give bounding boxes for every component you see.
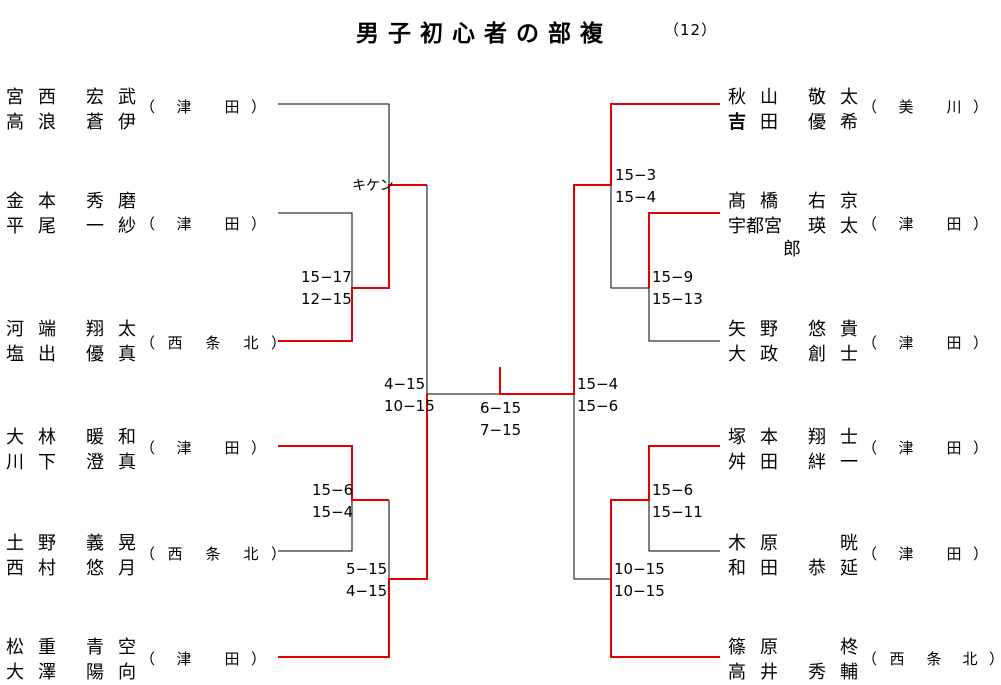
page-title: 男子初心者の部複 [356, 21, 612, 47]
bracket-line [278, 500, 353, 552]
winner-line [648, 212, 720, 288]
bracket-line [278, 212, 353, 288]
club-left-5: （西条北） [140, 545, 287, 563]
player-name-left-6a: 松重青空 [6, 637, 136, 658]
winner-line [278, 445, 389, 501]
club-left-4: （津田） [140, 439, 267, 457]
player-name-right-2b-extra: 郎 [783, 239, 801, 260]
entry-count: （12） [664, 21, 718, 39]
bracket-line [278, 103, 390, 185]
player-name-left-1a: 宮西宏武 [6, 87, 136, 108]
player-name-right-4a: 塚本翔士 [728, 427, 858, 448]
player-name-left-2a: 金本秀磨 [6, 191, 136, 212]
player-name-right-5b: 和田恭延 [728, 558, 858, 579]
club-left-1: （津田） [140, 98, 267, 116]
winner-line [278, 394, 428, 658]
winner-line [610, 579, 720, 658]
club-left-3: （西条北） [140, 334, 287, 352]
bracket-line [648, 288, 720, 342]
club-right-2: （津田） [862, 215, 989, 233]
player-name-left-1b: 高浪蒼伊 [6, 112, 136, 133]
player-name-right-5a: 木原晄 [728, 533, 858, 554]
player-name-right-2a: 髙橋右京 [728, 191, 858, 212]
player-name-right-1b: 吉田優希 [728, 112, 858, 133]
winner-line [499, 103, 720, 395]
player-name-right-3a: 矢野悠貴 [728, 319, 858, 340]
player-name-left-5b: 西村悠月 [6, 558, 136, 579]
player-name-left-4a: 大林暖和 [6, 427, 136, 448]
winner-line [610, 445, 720, 579]
player-name-right-6a: 篠原柊 [728, 637, 858, 658]
player-name-left-2b: 平尾一紗 [6, 216, 136, 237]
score-kiken: キケン [352, 178, 394, 194]
club-right-4: （津田） [862, 439, 989, 457]
club-right-6: （西条北） [862, 650, 1001, 668]
player-name-right-3b: 大政創士 [728, 344, 858, 365]
player-name-left-3b: 塩出優真 [6, 344, 136, 365]
player-name-left-6b: 大澤陽向 [6, 662, 136, 683]
player-name-left-5a: 土野義晃 [6, 533, 136, 554]
winner-line [278, 184, 427, 342]
bracket-line [573, 394, 611, 580]
bracket-line [426, 185, 500, 395]
player-name-right-2b: 宇都宮瑛太 [728, 216, 858, 237]
club-right-3: （津田） [862, 334, 989, 352]
player-name-right-1a: 秋山敬太 [728, 87, 858, 108]
player-name-left-3a: 河端翔太 [6, 319, 136, 340]
club-right-5: （津田） [862, 545, 989, 563]
club-left-6: （津田） [140, 650, 267, 668]
player-name-left-4b: 川下澄真 [6, 452, 136, 473]
bracket-line [610, 185, 649, 289]
bracket-line [648, 500, 720, 552]
player-name-right-4b: 舛田絆一 [728, 452, 858, 473]
player-name-right-6b: 高井秀輔 [728, 662, 858, 683]
club-left-2: （津田） [140, 215, 267, 233]
club-right-1: （美川） [862, 98, 989, 116]
